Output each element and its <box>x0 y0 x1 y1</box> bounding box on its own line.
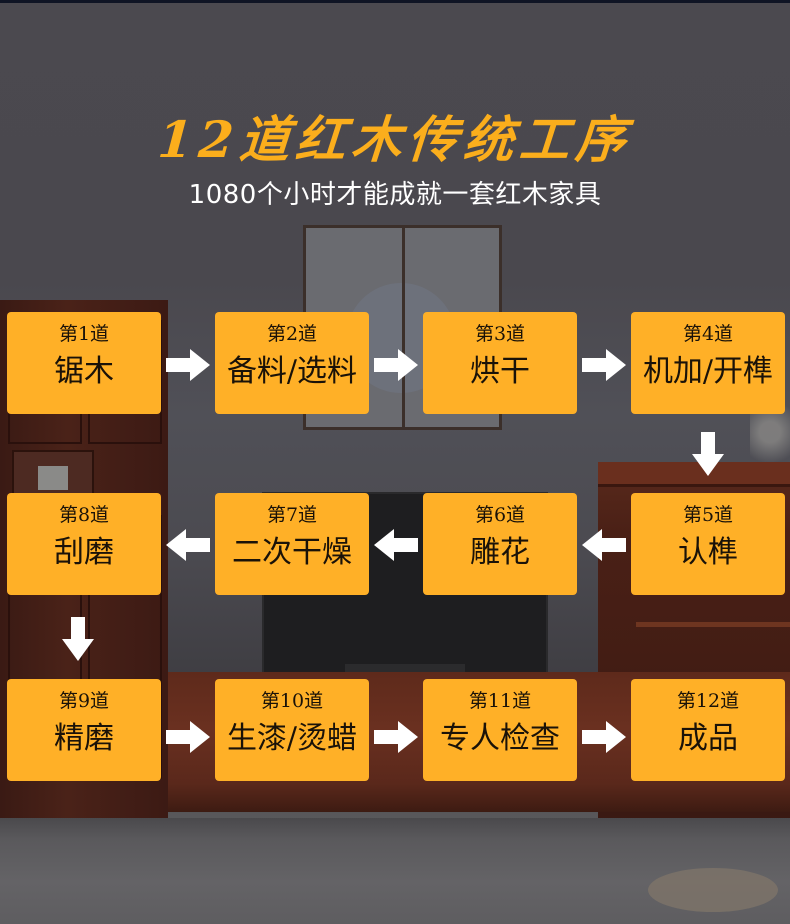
step-number: 第2道 <box>266 323 318 345</box>
step-number: 第3道 <box>474 323 526 345</box>
step-name: 精磨 <box>54 721 114 756</box>
step-name: 认榫 <box>678 535 738 570</box>
arrow-left-icon <box>374 529 418 561</box>
floor-cushion <box>648 868 778 912</box>
step-name: 专人检查 <box>440 721 560 756</box>
page-title: 12道红木传统工序 <box>155 110 634 169</box>
arrow-down-icon <box>62 617 94 661</box>
arrow-down-icon <box>692 432 724 476</box>
arrow-right-icon <box>166 721 210 753</box>
step-card-9: 第9道 精磨 <box>7 679 161 781</box>
step-number: 第5道 <box>682 504 734 526</box>
step-name: 烘干 <box>470 354 530 389</box>
step-card-3: 第3道 烘干 <box>423 312 577 414</box>
step-number: 第7道 <box>266 504 318 526</box>
step-card-11: 第11道 专人检查 <box>423 679 577 781</box>
step-name: 刮磨 <box>54 535 114 570</box>
arrow-right-icon <box>374 721 418 753</box>
step-card-1: 第1道 锯木 <box>7 312 161 414</box>
step-number: 第1道 <box>58 323 110 345</box>
step-card-2: 第2道 备料/选料 <box>215 312 369 414</box>
page-subtitle: 1080个小时才能成就一套红木家具 <box>188 180 602 210</box>
step-number: 第6道 <box>474 504 526 526</box>
step-name: 生漆/烫蜡 <box>226 721 358 756</box>
arrow-right-icon <box>582 721 626 753</box>
arrow-right-icon <box>374 349 418 381</box>
step-card-10: 第10道 生漆/烫蜡 <box>215 679 369 781</box>
step-card-6: 第6道 雕花 <box>423 493 577 595</box>
step-number: 第4道 <box>682 323 734 345</box>
step-number: 第12道 <box>676 690 740 712</box>
television-stand <box>345 664 465 674</box>
step-number: 第8道 <box>58 504 110 526</box>
step-name: 成品 <box>678 721 738 756</box>
step-card-8: 第8道 刮磨 <box>7 493 161 595</box>
step-name: 备料/选料 <box>226 354 358 389</box>
wood-floor <box>0 818 790 924</box>
arrow-left-icon <box>166 529 210 561</box>
arrow-right-icon <box>166 349 210 381</box>
step-number: 第10道 <box>260 690 324 712</box>
step-card-12: 第12道 成品 <box>631 679 785 781</box>
step-name: 机加/开榫 <box>642 354 774 389</box>
step-number: 第11道 <box>468 690 532 712</box>
step-card-7: 第7道 二次干燥 <box>215 493 369 595</box>
step-name: 雕花 <box>470 535 530 570</box>
step-card-4: 第4道 机加/开榫 <box>631 312 785 414</box>
arrow-left-icon <box>582 529 626 561</box>
step-card-5: 第5道 认榫 <box>631 493 785 595</box>
step-name: 二次干燥 <box>232 535 352 570</box>
top-border <box>0 0 790 3</box>
arrow-right-icon <box>582 349 626 381</box>
step-name: 锯木 <box>54 354 114 389</box>
step-number: 第9道 <box>58 690 110 712</box>
